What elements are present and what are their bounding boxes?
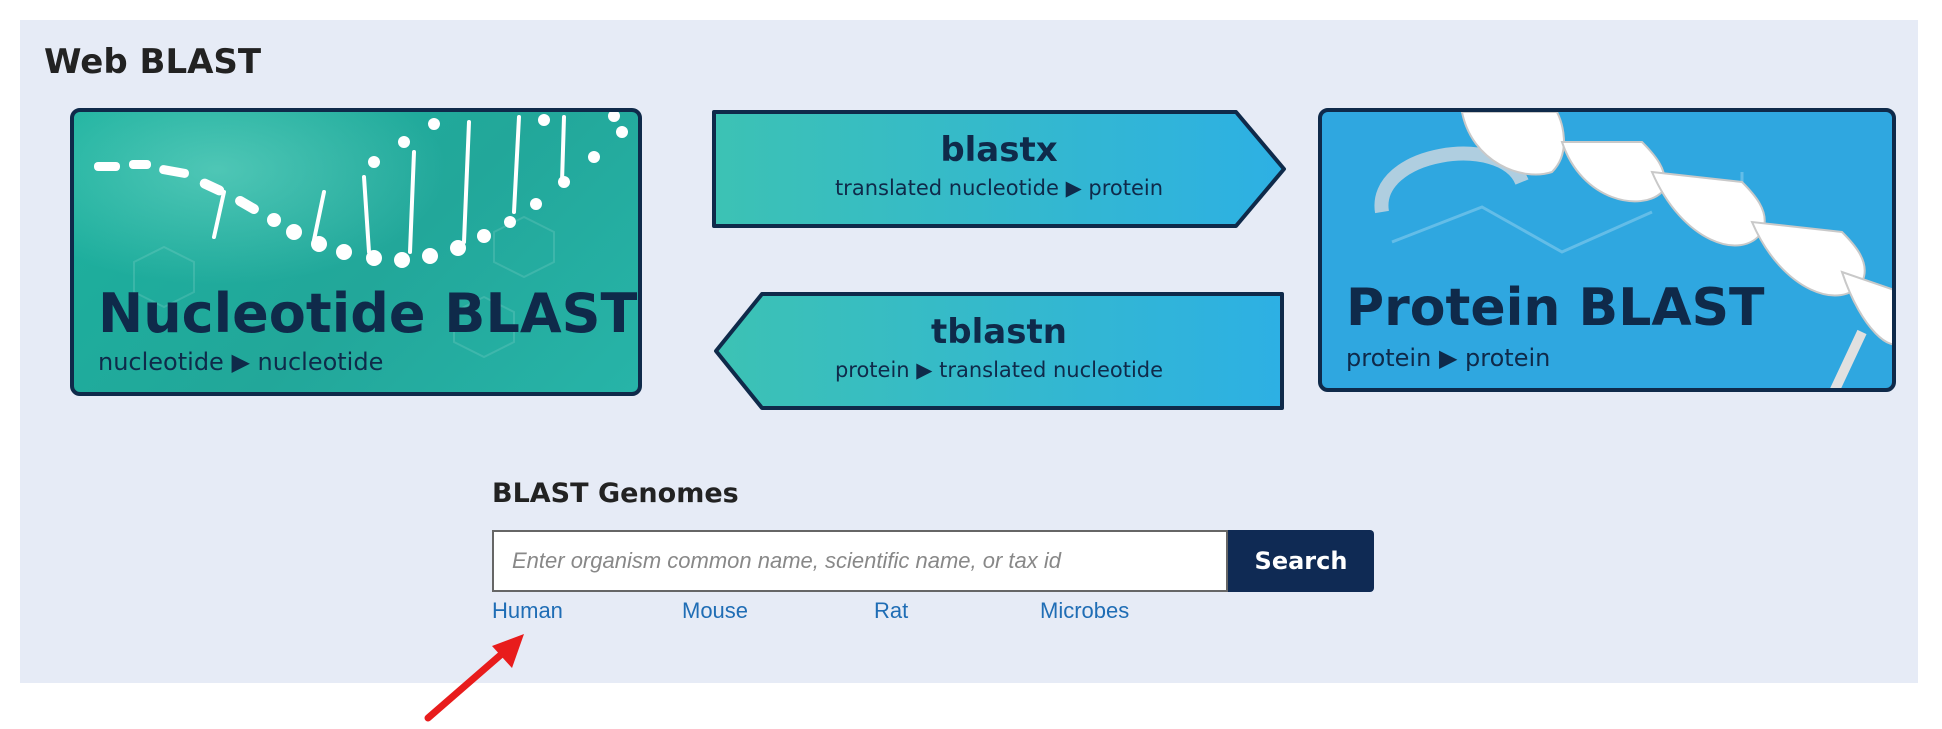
page-title: Web BLAST [44, 42, 262, 82]
tblastn-title: tblastn [931, 312, 1067, 352]
dna-helix-icon [74, 112, 638, 392]
right-arrow-shape [712, 110, 1286, 228]
blastx-subtitle: translated nucleotide ▶ protein [834, 176, 1164, 200]
link-rat[interactable]: Rat [874, 598, 909, 623]
protein-blast-title: Protein BLAST [1346, 278, 1765, 338]
protein-helix-icon [1374, 112, 1892, 388]
tblastn-button[interactable]: tblastn protein ▶ translated nucleotide [712, 290, 1286, 412]
search-button[interactable]: Search [1228, 530, 1374, 592]
protein-blast-card[interactable]: Protein BLAST protein ▶ protein [1318, 108, 1896, 392]
nucleotide-blast-card[interactable]: Nucleotide BLAST nucleotide ▶ nucleotide [70, 108, 642, 396]
link-human[interactable]: Human [492, 598, 563, 623]
nucleotide-blast-subtitle: nucleotide ▶ nucleotide [98, 348, 384, 376]
link-microbes[interactable]: Microbes [1040, 598, 1130, 623]
link-mouse[interactable]: Mouse [682, 598, 749, 623]
blastx-button[interactable]: blastx translated nucleotide ▶ protein [710, 108, 1288, 230]
blast-genomes-title: BLAST Genomes [492, 478, 739, 509]
organism-search-input[interactable] [492, 530, 1228, 592]
left-arrow-shape [714, 292, 1284, 410]
protein-blast-subtitle: protein ▶ protein [1346, 344, 1551, 372]
nucleotide-blast-title: Nucleotide BLAST [98, 282, 638, 345]
tblastn-subtitle: protein ▶ translated nucleotide [834, 358, 1164, 382]
blastx-title: blastx [940, 130, 1058, 170]
red-pointer-arrow-icon [424, 634, 524, 722]
